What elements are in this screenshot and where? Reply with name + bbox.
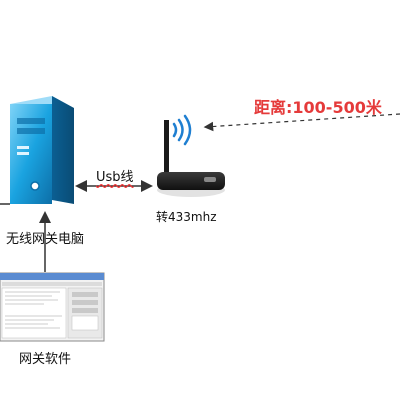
- usb-line-text: Usb线: [96, 170, 134, 185]
- signal-waves-icon: [172, 114, 192, 146]
- range-dashed-arrow: [203, 113, 400, 132]
- usb-line-label: Usb线: [96, 166, 134, 185]
- converter-label: 转433mhz: [156, 210, 217, 224]
- computer-tower-icon: [0, 96, 74, 205]
- distance-label: 距离:100-500米: [254, 98, 382, 117]
- software-window-icon: [0, 272, 105, 342]
- gateway-software-label: 网关软件: [19, 352, 72, 367]
- wireless-router-icon: [157, 120, 225, 197]
- gateway-pc-label: 无线网关电脑: [6, 232, 85, 247]
